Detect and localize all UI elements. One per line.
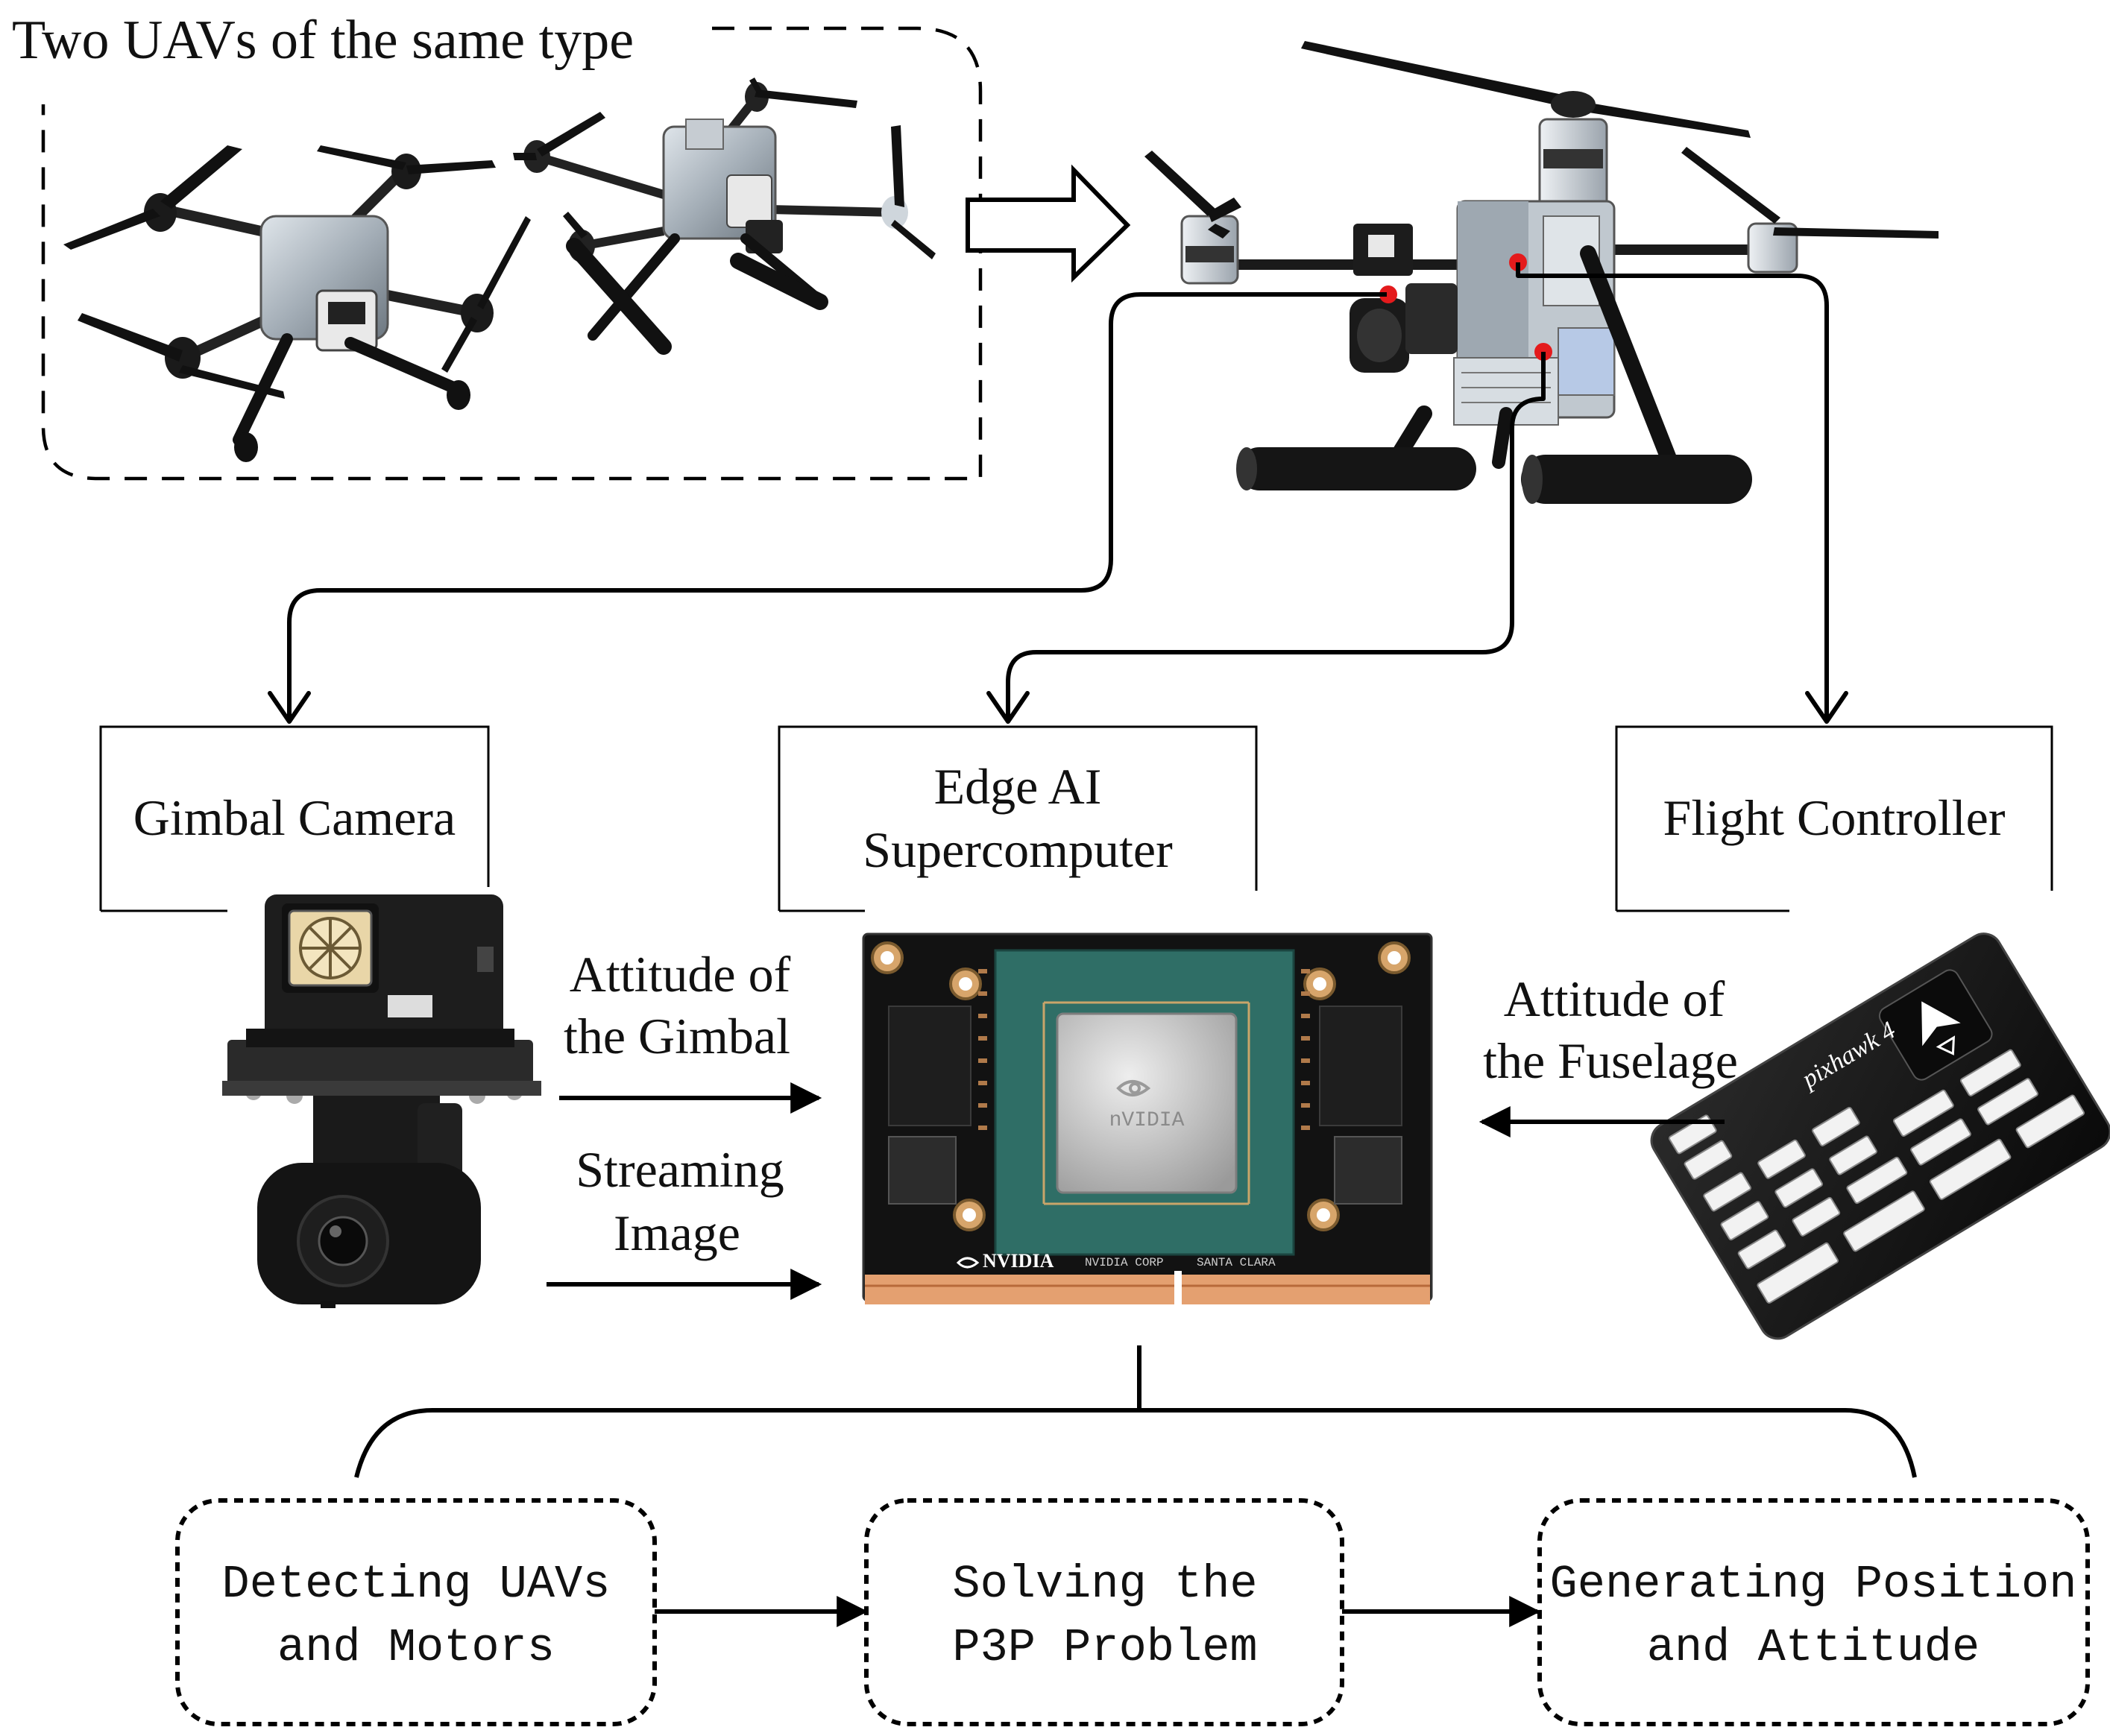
link-to-gimbal-camera [287,292,1387,719]
streaming-image-label-line-2: Image [614,1205,740,1261]
arrowhead-edge-ai [986,691,1030,724]
uav-2-icon [513,78,936,355]
link-to-flight-controller [1516,262,1829,719]
uav-group-label: Two UAVs of the same type [12,10,634,71]
gimbal-camera-bracket [99,725,490,911]
camera-mount-marker [1379,285,1397,303]
edge-ai-module-icon: nVIDIA NVIDIA NVIDIA CORP SANTA CLARA [862,932,1433,1304]
gimbal-camera-icon [222,894,541,1308]
hollow-arrow-icon [966,164,1131,283]
fuselage-attitude-label-line-2: the Fuselage [1483,1032,1738,1089]
edge-ai-label-line-1: Edge AI [934,758,1102,815]
step-generating-line-1: Generating Position [1550,1558,2077,1611]
streaming-image-label-line-1: Streaming [576,1141,784,1198]
flight-controller-icon: pixhawk 4 [1650,932,2110,1340]
arrowhead-gimbal [268,691,311,724]
step-generating-line-2: and Attitude [1647,1621,1980,1674]
step-generating: Generating Position and Attitude [1537,1498,2090,1726]
step-solving: Solving the P3P Problem [864,1498,1344,1726]
gimbal-attitude-label-line-1: Attitude of [570,946,791,1003]
step-solving-line-1: Solving the [952,1558,1257,1611]
board-brand-text: NVIDIA [983,1250,1054,1272]
arrowhead-flight-controller [1805,691,1848,724]
edge-ai-label-line-2: Supercomputer [863,821,1173,878]
step-detecting-line-2: and Motors [277,1621,555,1674]
link-to-edge-ai [1006,352,1546,719]
flight-controller-label: Flight Controller [1663,789,2006,846]
edge-ai-bracket [778,725,1258,911]
die-logo-text: nVIDIA [1109,1109,1185,1132]
uav-group-dashed-border [41,26,983,481]
step-detecting: Detecting UAVs and Motors [175,1498,657,1726]
uav-1-icon [63,145,531,462]
gimbal-attitude-label-line-2: the Gimbal [564,1008,790,1064]
step-detecting-line-1: Detecting UAVs [222,1558,611,1611]
main-uav-icon [1144,41,1939,504]
fuselage-attitude-label-line-1: Attitude of [1504,970,1725,1027]
board-place-text: SANTA CLARA [1197,1256,1276,1269]
uav-group: Two UAVs of the same type [12,10,983,481]
processing-brace [354,1345,1917,1478]
gimbal-camera-label: Gimbal Camera [133,789,456,846]
flight-controller-bracket [1615,725,2053,911]
board-corp-text: NVIDIA CORP [1085,1256,1164,1269]
step-solving-line-2: P3P Problem [952,1621,1257,1674]
